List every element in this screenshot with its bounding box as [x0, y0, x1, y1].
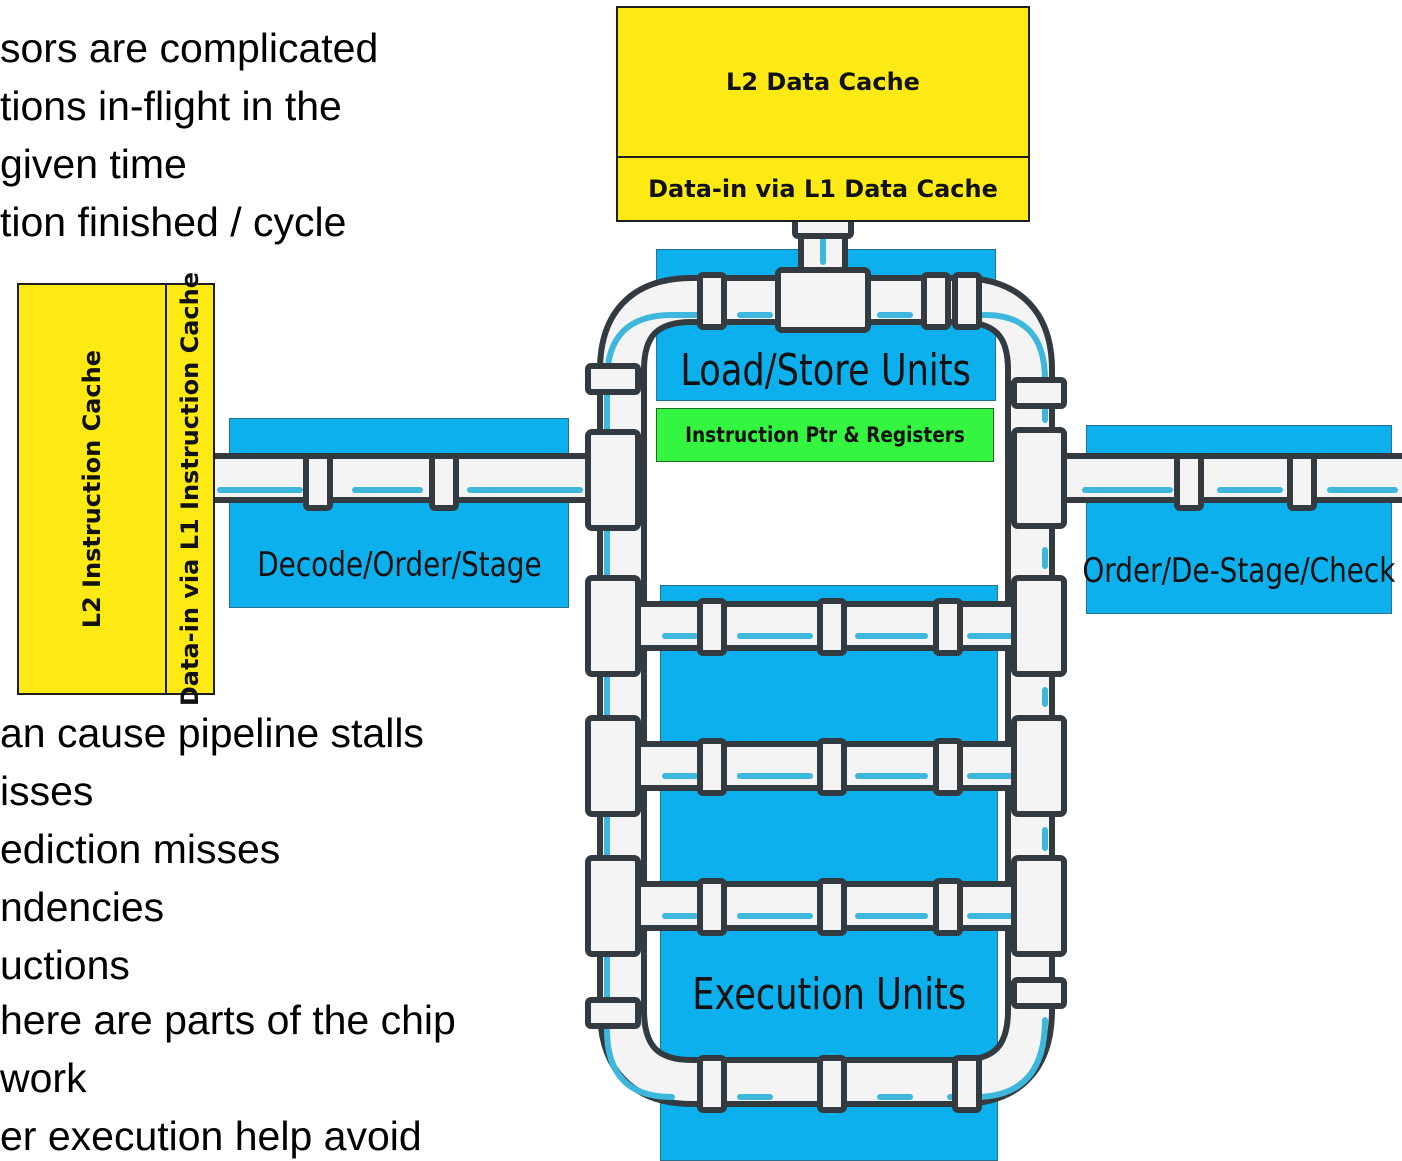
l2-instruction-cache: L2 Instruction Cache — [17, 283, 167, 695]
l2-instruction-cache-label: L2 Instruction Cache — [78, 350, 106, 628]
registers-label: Instruction Ptr & Registers — [685, 423, 965, 447]
registers-panel: Instruction Ptr & Registers — [656, 408, 994, 462]
l2-data-cache-label: L2 Data Cache — [726, 68, 920, 96]
l2-data-cache: L2 Data Cache — [616, 6, 1030, 158]
l1-data-cache-label: Data-in via L1 Data Cache — [648, 175, 998, 203]
l1-instruction-cache-label: Data-in via L1 Instruction Cache — [176, 272, 204, 706]
l1-instruction-cache: Data-in via L1 Instruction Cache — [165, 283, 215, 695]
l1-data-cache: Data-in via L1 Data Cache — [616, 156, 1030, 222]
